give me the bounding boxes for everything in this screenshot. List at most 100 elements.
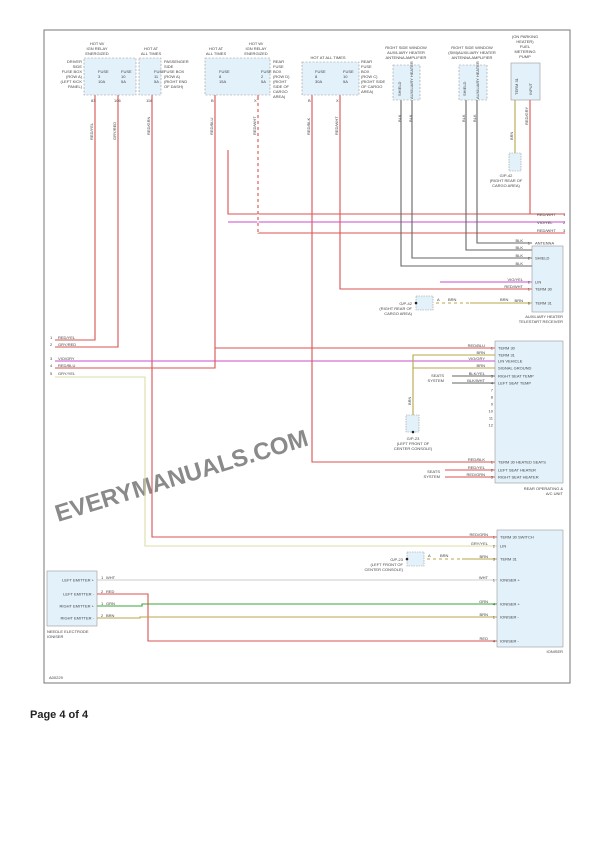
svg-text:SYSTEM: SYSTEM [428,378,444,383]
rear-unit-pin-label: RIGHT SEAT HEATER [498,475,539,480]
svg-text:BOX: BOX [273,69,282,74]
svg-text:RED/BLK: RED/BLK [306,118,311,135]
rear-unit-wire-color: RED/BLU [468,343,485,348]
svg-text:RED/WHT: RED/WHT [252,116,257,135]
svg-text:3: 3 [563,228,566,233]
fuse-box-driver: HOT W/ IGN RELAY ENERGIZED DRIVER SIDE F… [61,41,137,140]
rear-unit-pin-number: 1 [491,460,494,465]
antenna-amplifier-1: RIGHT SIDE WINDOW AUXILIARY HEATER ANTEN… [385,45,427,122]
receiver-pin-number: 2 [528,256,531,261]
svg-text:10A: 10A [98,79,105,84]
svg-text:FUSE: FUSE [261,69,272,74]
receiver-wire-color: BLK [515,261,523,266]
antenna-amplifier-2: RIGHT SIDE WINDOW (SIM)AUXILIARY HEATER … [448,45,496,122]
svg-text:CARGO AREA): CARGO AREA) [384,311,412,316]
ioniser-pin-number: 3 [493,557,496,562]
svg-text:BLK: BLK [408,114,413,122]
rear-unit-pin-label: TERM 30 [498,346,516,351]
svg-text:PUMP: PUMP [519,54,531,59]
svg-text:DRIVER: DRIVER [67,59,82,64]
rear-unit-pin-label: TERM 30 HEATED SEATS [498,460,546,465]
svg-text:(ROW A): (ROW A) [164,74,181,79]
svg-text:RIGHT SIDE WINDOW: RIGHT SIDE WINDOW [451,45,493,50]
ioniser-pin-label: TERM 30 SWITCH [500,535,534,540]
ioniser-pin-number: 4 [493,639,496,644]
svg-text:8: 8 [315,74,318,79]
rear-unit-pin-number: 4 [491,381,494,386]
electrode-pin-number: 2 [101,613,104,618]
ioniser-wire-color: RED/GRN [470,532,489,537]
svg-text:10: 10 [121,74,126,79]
svg-text:(ROW A): (ROW A) [66,74,83,79]
wire [227,150,565,215]
receiver-pin-number: 6 [528,301,531,306]
svg-text:IONISER: IONISER [547,649,564,654]
ioniser-wire-color: GRN [479,599,488,604]
svg-text:BRN: BRN [440,553,449,558]
rear-unit-pin-number: 11 [489,416,494,421]
svg-text:5: 5 [50,371,53,376]
wires [55,95,565,642]
rear-unit-pin-label: TERM 31 [498,353,516,358]
svg-text:CARGO AREA): CARGO AREA) [492,183,520,188]
wire [55,95,119,348]
electrode-pin-label: RIGHT EMITTER - [61,616,95,621]
svg-text:AUXILIARY HEATER: AUXILIARY HEATER [387,50,425,55]
wire [411,100,532,259]
receiver-wire-color: BLK [515,253,523,258]
svg-text:ANTENNA AMPLIFIER: ANTENNA AMPLIFIER [386,55,427,60]
ground-gp42: G/P-42 (RIGHT REAR OF CARGO AREA) A BRN … [379,295,509,316]
rear-unit-pin-number: 2 [491,468,494,473]
electrode-pin-label: LEFT EMITTER + [62,578,94,583]
ioniser-pin-number: 1 [493,535,496,540]
svg-text:AREA): AREA) [361,89,374,94]
rear-unit-pin-number: 1 [491,346,494,351]
ioniser-wire-color: BRN [480,612,489,617]
svg-text:ANTENNA AMPLIFIER: ANTENNA AMPLIFIER [452,55,493,60]
document-code: A00229 [49,675,64,680]
svg-text:AREA): AREA) [273,94,286,99]
svg-text:ALL TIMES: ALL TIMES [206,51,227,56]
svg-text:FUSE: FUSE [361,64,372,69]
svg-text:FUSE: FUSE [343,69,354,74]
svg-text:A: A [437,297,440,302]
svg-text:(RIGHT REAR OF: (RIGHT REAR OF [490,178,523,183]
svg-text:SYSTEM: SYSTEM [424,474,440,479]
svg-text:4: 4 [50,363,53,368]
svg-text:B: B [308,98,311,103]
ioniser-wire-color: WHT [479,575,489,580]
svg-text:(LEFT FRONT OF: (LEFT FRONT OF [370,562,403,567]
svg-text:RED/GRN: RED/GRN [146,116,151,135]
wire [311,95,495,463]
svg-text:CENTER CONSOLE): CENTER CONSOLE) [394,446,433,451]
svg-text:SIDE: SIDE [164,64,174,69]
svg-text:OF CARGO: OF CARGO [361,84,382,89]
svg-text:3: 3 [98,74,101,79]
electrode-pin-label: LEFT EMITTER - [63,592,94,597]
svg-text:1: 1 [563,212,566,217]
wire [339,95,532,290]
svg-text:FUSE BOX: FUSE BOX [62,69,83,74]
svg-text:(ROW C): (ROW C) [361,74,378,79]
svg-text:(LEFT FRONT OF: (LEFT FRONT OF [397,441,430,446]
rear-unit-pin-label: LEFT SEAT TEMP [498,381,531,386]
svg-text:AUXILIARY HEATER: AUXILIARY HEATER [409,61,414,99]
svg-text:FUSE: FUSE [315,69,326,74]
svg-text:VIO/GRY: VIO/GRY [58,356,75,361]
svg-text:G/P-42: G/P-42 [500,173,513,178]
svg-text:(RIGHT REAR OF: (RIGHT REAR OF [379,306,412,311]
svg-text:TERM 31: TERM 31 [514,77,519,95]
svg-text:RED/YEL: RED/YEL [89,122,94,140]
svg-text:REAR: REAR [361,59,372,64]
svg-text:(RIGHT SIDE: (RIGHT SIDE [361,79,385,84]
svg-text:HOT AT: HOT AT [209,46,224,51]
rear-unit-wire-color: BRN [477,363,486,368]
svg-text:106: 106 [114,98,121,103]
receiver-wire-color: VIO/YEL [507,277,523,282]
electrode-pin-number: 1 [101,575,104,580]
receiver-wire-color: BLK [515,245,523,250]
svg-text:BLK: BLK [461,114,466,122]
ioniser-pin-number: 2 [493,544,496,549]
